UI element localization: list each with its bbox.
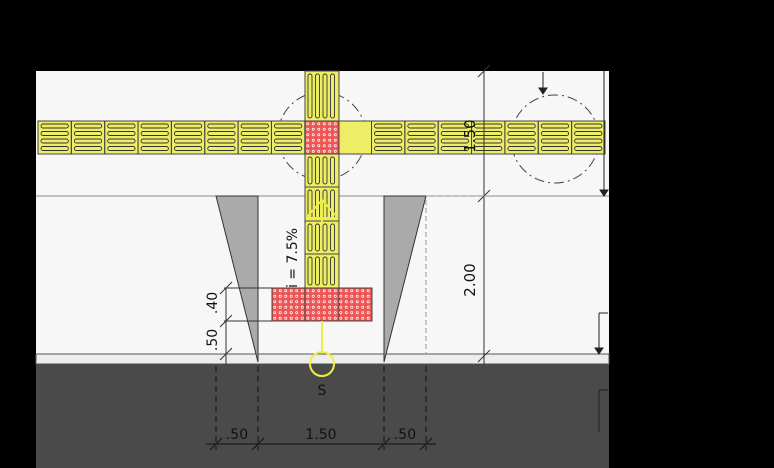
dimension-vertical-left <box>219 281 272 365</box>
dimension-50-left-label: .50 <box>226 427 248 443</box>
dimension-50-right-label: .50 <box>394 427 416 443</box>
dimension-40-label: .40 <box>205 292 221 314</box>
marker-circle <box>309 351 335 377</box>
dimension-vertical-right <box>425 64 491 365</box>
tactile-guide-strip-vertical <box>304 70 340 289</box>
tactile-warning-strip <box>271 287 373 322</box>
dimension-50-vertical-label: .50 <box>205 329 221 351</box>
curb-strip <box>35 353 610 365</box>
right-edge-arrows <box>538 71 609 432</box>
slope-label: i = 7.5% <box>285 228 301 288</box>
dimension-horizontal-bottom <box>206 366 436 451</box>
tactile-warning-intersection <box>304 120 340 155</box>
marker-s-label: S <box>318 383 327 399</box>
slope-arrow <box>305 198 339 222</box>
dimension-2-00-label: 2.00 <box>461 263 479 296</box>
dimension-1-50-bottom-label: 1.50 <box>305 427 336 443</box>
dimension-1-50-label: 1.50 <box>461 119 479 152</box>
road-area <box>36 364 609 468</box>
